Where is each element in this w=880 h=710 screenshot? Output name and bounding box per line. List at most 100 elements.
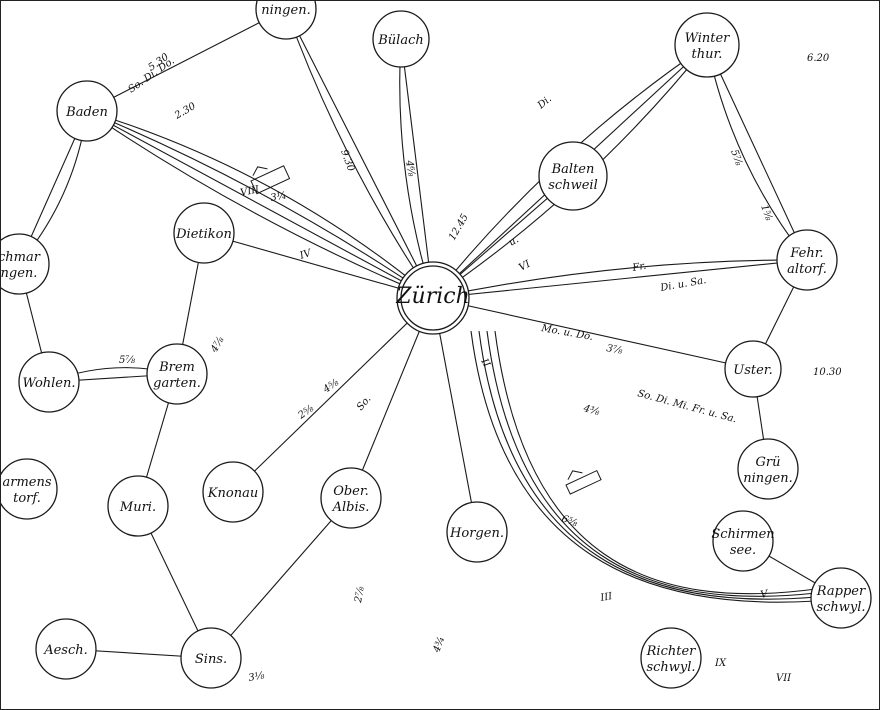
route-label: u. (507, 234, 521, 248)
route-label: Di. u. Sa. (659, 275, 708, 294)
town-label: ningen. (743, 471, 792, 486)
town-label: Rapper (816, 584, 866, 599)
train-icon (250, 165, 291, 195)
route-label: III (599, 591, 615, 604)
town-label: Bülach (377, 33, 424, 48)
town-uster: Uster. (724, 340, 782, 398)
route-label: VIII (239, 184, 261, 199)
route-label: 4⅜ (581, 403, 601, 418)
town-label: schweil (548, 178, 597, 193)
town-oberalbis: Ober.Albis. (320, 467, 382, 529)
route-zurich-rapperschwyl (494, 330, 817, 595)
route-zurich-fehraltorf (432, 259, 808, 299)
town-aesch: Aesch. (35, 618, 97, 680)
route-winterthur-fehraltorf (706, 44, 808, 261)
town-fehraltorf: Fehr.altorf. (776, 229, 838, 291)
route-label: 9.30 (338, 148, 356, 173)
route-zurich-baden (86, 110, 434, 299)
route-label: IV (298, 247, 315, 262)
town-dietikon: Dietikon (173, 202, 235, 264)
route-label: 3⅞ (605, 343, 623, 357)
route-label: So. Di. Mi. Fr. u. Sa. (636, 388, 738, 425)
route-label: 2⅝ (296, 403, 317, 422)
town-label: Sins. (195, 652, 227, 667)
town-label: ngen. (1, 266, 37, 281)
town-zurich: Zürich (395, 261, 470, 335)
town-label: schwyl. (646, 660, 695, 675)
route-label: 5⅞ (119, 355, 135, 366)
town-label: Schirmen (711, 527, 774, 542)
route-label: So. (355, 394, 374, 413)
town-label: Winter (685, 31, 731, 46)
route-label: 12.45 (447, 212, 471, 242)
route-baden-top-partial (86, 8, 287, 112)
route-label: 4¾ (431, 635, 447, 655)
route-label: 2.30 (172, 101, 198, 122)
town-label: Knonau (207, 486, 258, 501)
route-zurich-fehraltorf (432, 259, 808, 299)
route-label: 6⅝ (560, 513, 579, 529)
town-label: see. (730, 543, 756, 558)
route-label: 2⅞ (353, 585, 367, 604)
route-zurich-top-partial (285, 8, 434, 299)
town-baden: Baden (56, 80, 118, 142)
town-label: Zürich (395, 284, 470, 309)
route-label: 3¼ (270, 190, 288, 204)
town-label: torf. (13, 491, 41, 506)
route-zurich-baden (86, 110, 434, 299)
town-label: Muri. (119, 500, 156, 515)
route-label: 4⅞ (209, 335, 227, 356)
town-label: Baden (65, 105, 108, 120)
town-label: Aesch. (43, 643, 88, 658)
route-label: 6.20 (807, 53, 830, 64)
route-label: IX (714, 658, 727, 669)
route-label: Mo. u. Do. (539, 323, 593, 343)
route-label: Fr. (631, 261, 647, 274)
route-zurich-rapperschwyl (470, 330, 817, 603)
town-label: Balten (551, 162, 595, 177)
route-label: V (760, 589, 771, 601)
route-label: Di. (535, 94, 554, 112)
town-label: altorf. (787, 262, 827, 277)
boat-icon (565, 469, 602, 495)
town-label: Horgen. (449, 526, 504, 541)
route-label: 4⁶⁄₈ (403, 159, 417, 178)
town-sins: Sins. (180, 627, 242, 689)
route-zurich-top-partial (285, 8, 434, 299)
town-label: Wohlen. (22, 376, 75, 391)
town-label: Albis. (332, 500, 370, 515)
town-label: chmar (1, 250, 41, 265)
town-label: Fehr. (789, 246, 823, 261)
route-label: VI (517, 258, 533, 273)
route-zurich-baden (86, 110, 434, 299)
route-label: 5⅞ (728, 148, 744, 167)
town-label: Brem (158, 360, 195, 375)
route-label: 3⅛ (248, 670, 266, 684)
route-label: 1⅝ (758, 203, 774, 222)
route-label: VII (776, 673, 792, 684)
town-label: armens (2, 475, 51, 490)
town-label: schwyl. (816, 600, 865, 615)
town-muri: Muri. (107, 475, 169, 537)
town-label: Richter (646, 644, 697, 659)
town-label: Grü (756, 455, 781, 470)
town-top-partial: ningen. (255, 1, 317, 40)
town-label: ningen. (261, 3, 310, 18)
route-label: 4⅝ (321, 377, 342, 396)
route-zurich-uster (432, 297, 754, 370)
route-zurich-knonau (232, 297, 434, 493)
route-zurich-baden (86, 110, 434, 299)
town-bulach: Bülach (372, 10, 430, 68)
town-wohlen: Wohlen. (18, 351, 80, 413)
